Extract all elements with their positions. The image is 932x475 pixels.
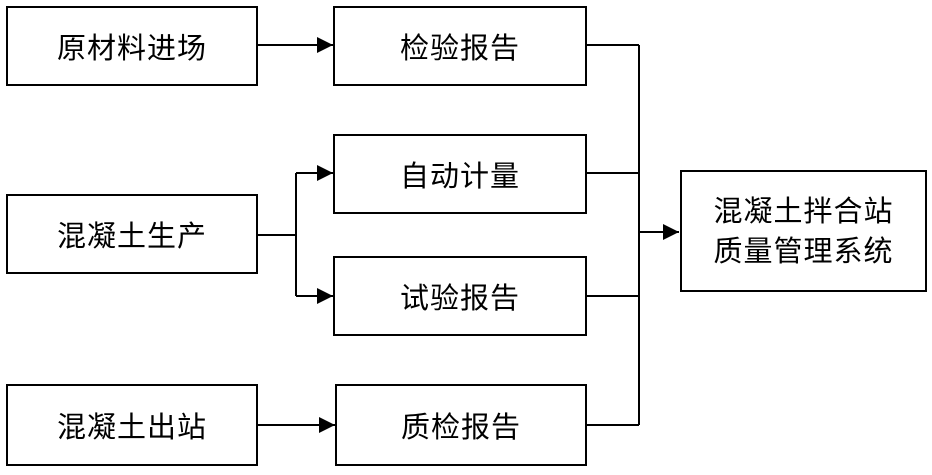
node-quality-system: 混凝土拌合站 质量管理系统: [680, 170, 927, 292]
node-auto-metering: 自动计量: [333, 134, 587, 214]
node-concrete-production: 混凝土生产: [6, 194, 258, 274]
node-qc-report-label: 质检报告: [400, 410, 521, 444]
node-raw-material: 原材料进场: [6, 6, 258, 86]
node-concrete-dispatch-label: 混凝土出站: [56, 410, 207, 444]
node-quality-system-line2: 质量管理系统: [713, 234, 894, 268]
node-inspection-report-label: 检验报告: [399, 31, 520, 65]
node-qc-report: 质检报告: [335, 384, 587, 466]
node-quality-system-line1: 混凝土拌合站: [713, 194, 894, 228]
node-concrete-dispatch: 混凝土出站: [6, 384, 258, 466]
node-inspection-report: 检验报告: [333, 6, 587, 86]
node-auto-metering-label: 自动计量: [399, 159, 520, 193]
node-raw-material-label: 原材料进场: [56, 31, 207, 65]
node-test-report: 试验报告: [333, 256, 587, 336]
node-test-report-label: 试验报告: [399, 281, 520, 315]
node-concrete-production-label: 混凝土生产: [56, 219, 207, 253]
